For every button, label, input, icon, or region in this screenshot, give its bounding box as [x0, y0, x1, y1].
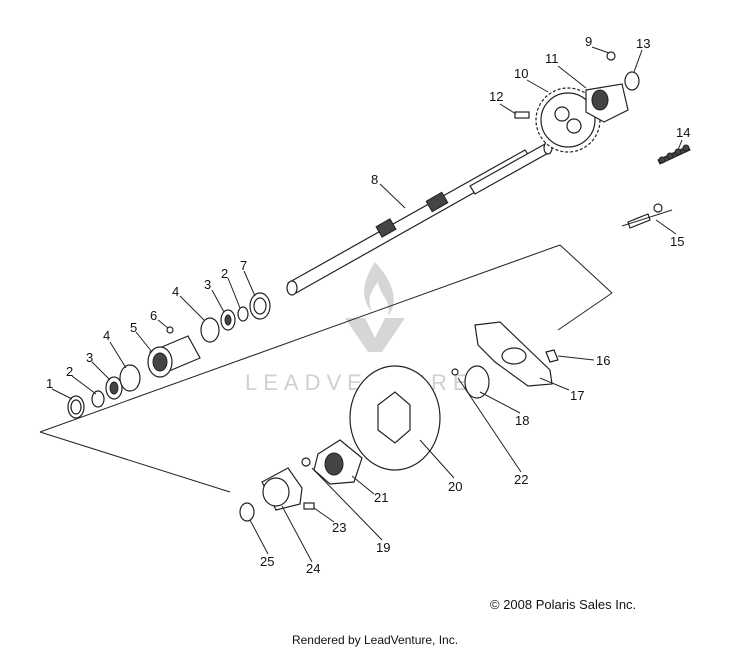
left-bearing-stack [67, 326, 201, 419]
callout-12: 12 [489, 89, 503, 104]
rendered-by-credit: Rendered by LeadVenture, Inc. [291, 633, 459, 647]
callout-17: 17 [570, 388, 584, 403]
callout-5: 5 [130, 320, 137, 335]
callout-2-right: 2 [221, 266, 228, 281]
callout-20: 20 [448, 479, 462, 494]
callout-3: 3 [86, 350, 93, 365]
right-bearing-stack [200, 292, 271, 343]
callout-9: 9 [585, 34, 592, 49]
callout-24: 24 [306, 561, 320, 576]
watermark-logo [345, 262, 405, 352]
callout-15: 15 [670, 234, 684, 249]
callout-4-right: 4 [172, 284, 179, 299]
callout-18: 18 [515, 413, 529, 428]
copyright-notice: © 2008 Polaris Sales Inc. [490, 597, 637, 612]
callout-14: 14 [676, 125, 690, 140]
callout-13: 13 [636, 36, 650, 51]
chain-parts [621, 144, 691, 229]
brake-bracket [451, 321, 559, 399]
callout-19: 19 [376, 540, 390, 555]
sprocket-assembly [514, 51, 640, 153]
callout-3-right: 3 [204, 277, 211, 292]
callout-4: 4 [103, 328, 110, 343]
callout-7: 7 [240, 258, 247, 273]
callout-2: 2 [66, 364, 73, 379]
callout-23: 23 [332, 520, 346, 535]
callout-10: 10 [514, 66, 528, 81]
leader-lines [51, 46, 683, 563]
callout-25: 25 [260, 554, 274, 569]
callout-21: 21 [374, 490, 388, 505]
axle-shaft [286, 141, 553, 296]
assembly-boundary [39, 244, 613, 493]
hub-assembly [239, 439, 363, 522]
callout-22: 22 [514, 472, 528, 487]
callout-1: 1 [46, 376, 53, 391]
brake-disc [349, 365, 441, 471]
callout-8: 8 [371, 172, 378, 187]
callout-16: 16 [596, 353, 610, 368]
callout-6: 6 [150, 308, 157, 323]
callout-11: 11 [545, 51, 559, 66]
